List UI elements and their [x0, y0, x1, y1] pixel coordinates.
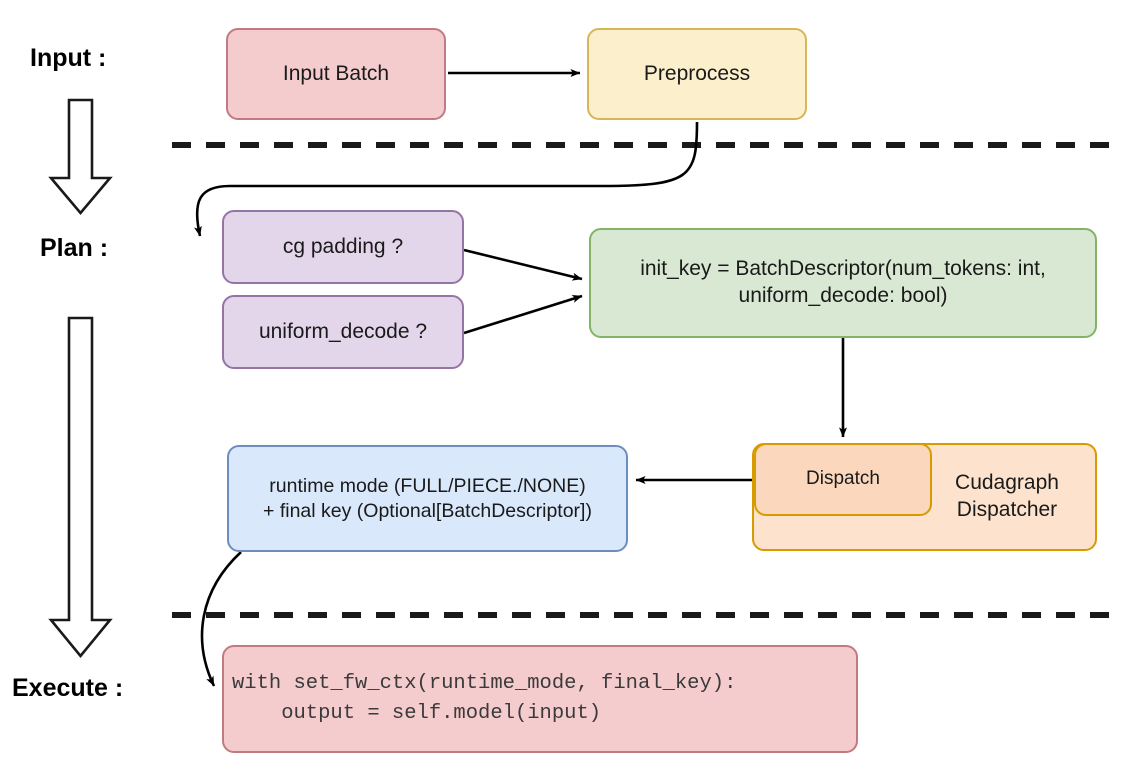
stage-label-plan: Plan : — [40, 234, 109, 262]
node-execute-code[interactable]: with set_fw_ctx(runtime_mode, final_key)… — [222, 645, 858, 753]
node-runtime-mode[interactable]: runtime mode (FULL/PIECE./NONE) + final … — [227, 445, 628, 552]
node-dispatch[interactable]: Dispatch — [754, 443, 932, 516]
node-cg-padding[interactable]: cg padding ? — [222, 210, 464, 284]
node-init-key[interactable]: init_key = BatchDescriptor(num_tokens: i… — [589, 228, 1097, 338]
node-preprocess[interactable]: Preprocess — [587, 28, 807, 120]
node-init-key-label-line1: init_key = BatchDescriptor(num_tokens: i… — [640, 257, 1046, 281]
stage-arrow-input-to-plan — [48, 98, 113, 216]
node-cudagraph-dispatcher-label-line1: Cudagraph — [955, 471, 1059, 495]
node-preprocess-label: Preprocess — [643, 61, 751, 85]
arrow-uniform-decode-to-init-key — [463, 294, 583, 335]
node-uniform-decode[interactable]: uniform_decode ? — [222, 295, 464, 369]
arrow-cg-padding-to-init-key — [463, 248, 583, 281]
stage-label-execute: Execute : — [12, 674, 124, 702]
node-execute-code-line1: with set_fw_ctx(runtime_mode, final_key)… — [232, 672, 737, 696]
node-cg-padding-label: cg padding ? — [282, 234, 404, 258]
node-runtime-mode-label-line1: runtime mode (FULL/PIECE./NONE) — [269, 474, 586, 497]
node-input-batch[interactable]: Input Batch — [226, 28, 446, 120]
node-runtime-mode-label-line2: + final key (Optional[BatchDescriptor]) — [263, 499, 592, 522]
node-execute-code-line2: output = self.model(input) — [232, 702, 602, 725]
arrow-preprocess-to-cg-padding — [194, 121, 699, 237]
arrow-runtime-mode-to-execute-code — [200, 551, 242, 687]
stage-arrow-plan-to-execute — [48, 316, 113, 659]
node-input-batch-label: Input Batch — [282, 61, 390, 85]
stage-label-input: Input : — [30, 44, 107, 72]
node-dispatch-label: Dispatch — [806, 468, 880, 490]
node-init-key-label-line2: uniform_decode: bool) — [738, 284, 948, 307]
node-uniform-decode-label: uniform_decode ? — [258, 319, 428, 343]
node-cudagraph-dispatcher-label-line2: Dispatcher — [956, 498, 1058, 521]
